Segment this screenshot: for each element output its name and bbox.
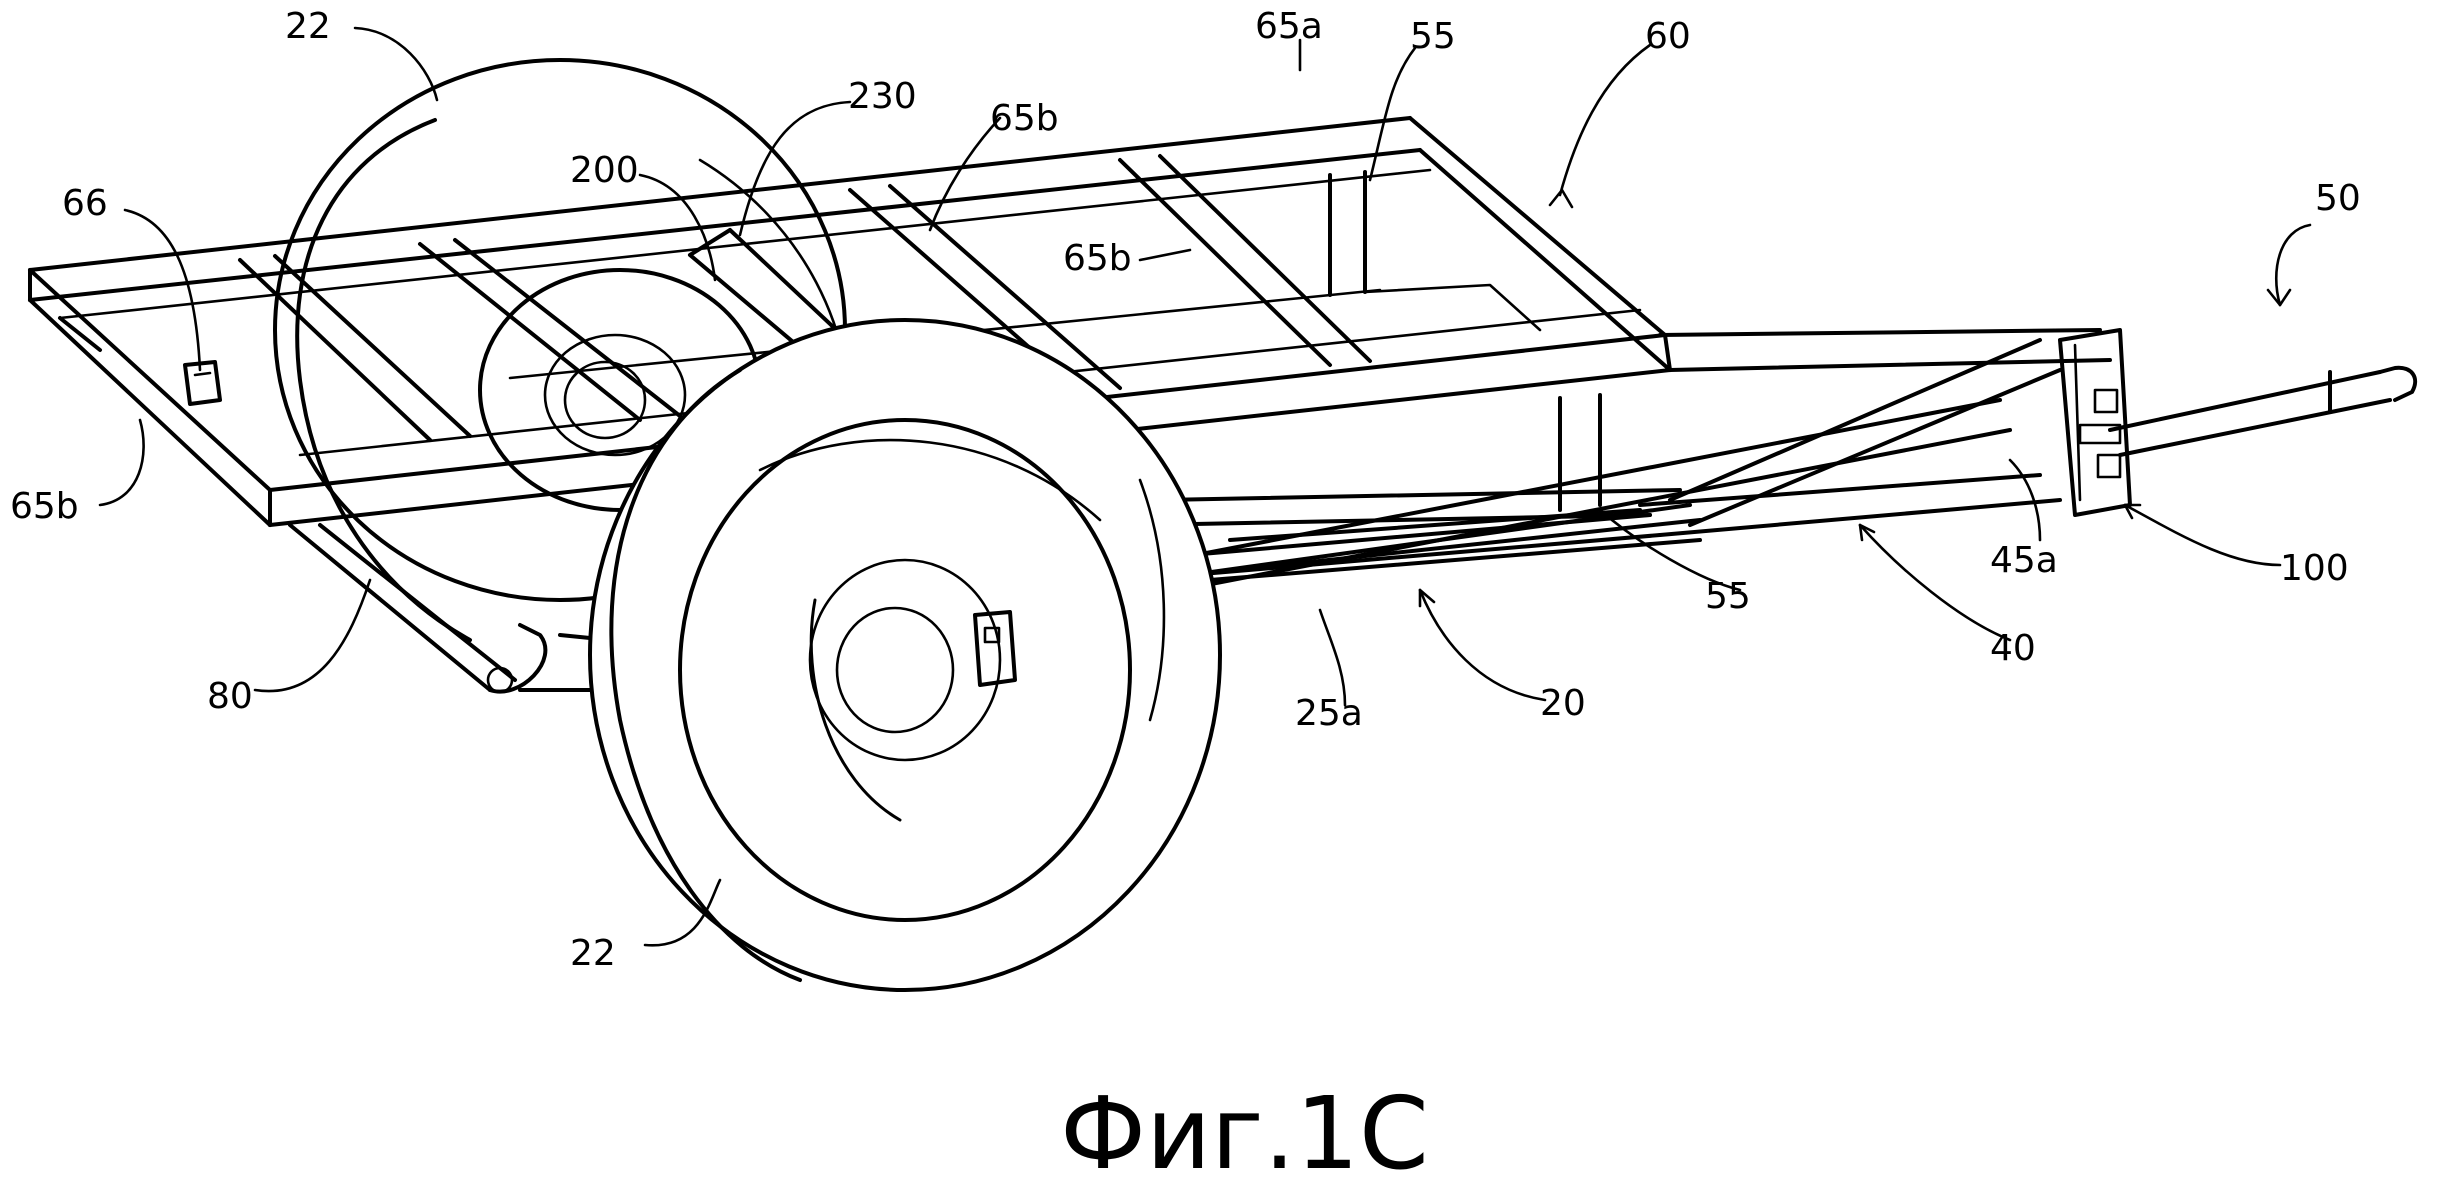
label-65b-top: 65b	[990, 98, 1059, 139]
label-55-bottom: 55	[1705, 576, 1751, 617]
reference-labels: 22 65a 55 60 230 65b 200 66 65b 50 65b 8…	[10, 6, 2361, 974]
label-50: 50	[2315, 178, 2361, 219]
label-20: 20	[1540, 683, 1586, 724]
label-25a: 25a	[1295, 693, 1363, 734]
label-230: 230	[848, 76, 917, 117]
label-45a: 45a	[1990, 540, 2058, 581]
label-65b-left: 65b	[10, 486, 79, 527]
label-80: 80	[207, 676, 253, 717]
front-wheel-drawing	[588, 318, 1222, 992]
label-65b-middle: 65b	[1063, 238, 1132, 279]
label-60: 60	[1645, 16, 1691, 57]
cargo-frame-drawing	[28, 116, 2418, 694]
label-22-rear-wheel: 22	[285, 6, 331, 47]
label-65a-top: 65a	[1255, 6, 1323, 47]
label-55-top: 55	[1410, 16, 1456, 57]
figure-caption: Фиг.1С	[1060, 1075, 1429, 1188]
label-200: 200	[570, 150, 639, 191]
leader-lines	[98, 26, 2312, 947]
label-100: 100	[2280, 548, 2349, 589]
label-22-front-wheel: 22	[570, 933, 616, 974]
label-66: 66	[62, 183, 108, 224]
label-40: 40	[1990, 628, 2036, 669]
